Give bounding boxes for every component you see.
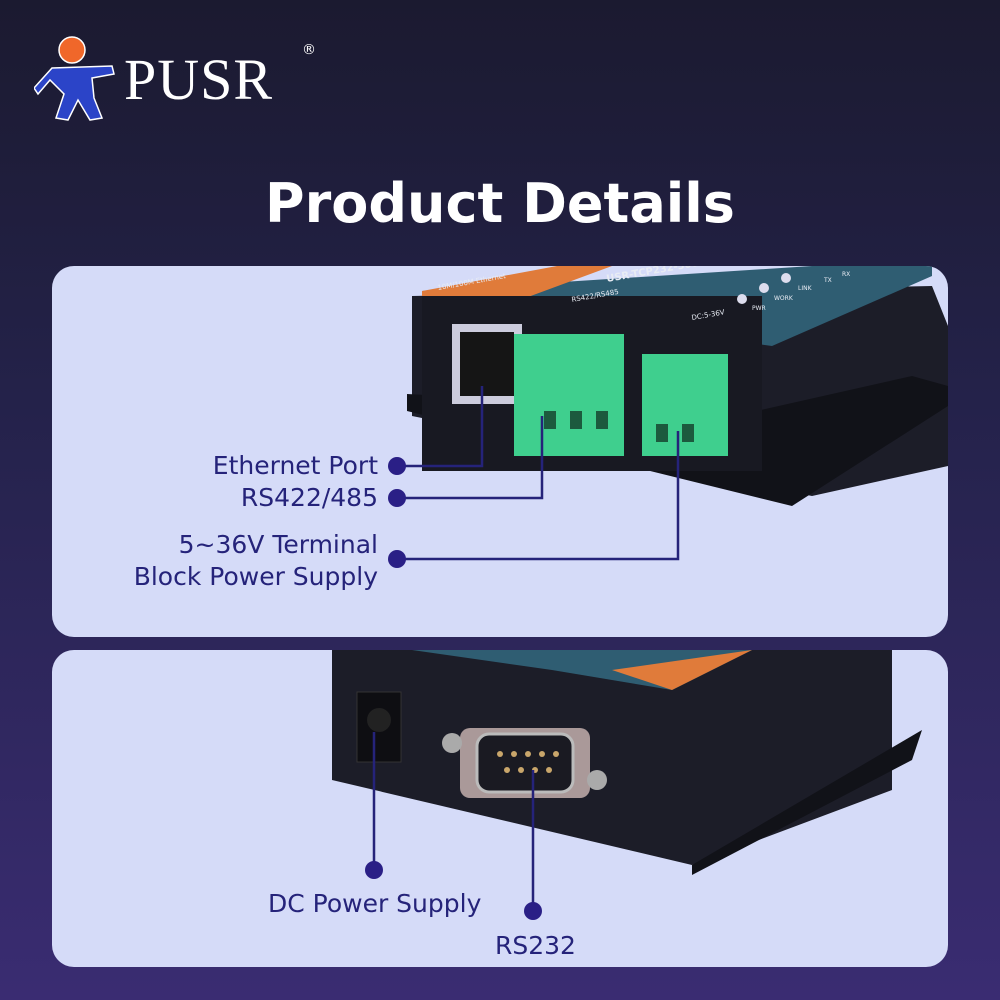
logo-figure-icon bbox=[33, 36, 115, 121]
registered-mark: ® bbox=[302, 42, 316, 58]
brand-logo: PUSR ® bbox=[33, 34, 324, 124]
panel-top-view: 10M/100M Ethernet USR-TCP232-306 RS422/R… bbox=[52, 266, 948, 637]
led-label-pwr: PWR bbox=[752, 305, 766, 312]
label-rs232: RS232 bbox=[495, 931, 576, 960]
led-label-link: LINK bbox=[798, 285, 813, 292]
label-rs422-485: RS422/485 bbox=[240, 483, 378, 512]
device-front-image: 10M/100M Ethernet USR-TCP232-306 RS422/R… bbox=[388, 266, 948, 568]
panel-bottom-view: DC Power Supply RS232 bbox=[52, 650, 948, 967]
label-ethernet-port: Ethernet Port bbox=[212, 451, 378, 480]
label-terminal-power: 5~36V Terminal Block Power Supply bbox=[134, 529, 378, 593]
label-terminal-power-line1: 5~36V Terminal bbox=[178, 530, 378, 559]
led-label-rx: RX bbox=[842, 271, 850, 278]
led-label-tx: TX bbox=[823, 277, 832, 284]
led-label-work: WORK bbox=[774, 295, 794, 302]
label-terminal-power-line2: Block Power Supply bbox=[133, 562, 378, 591]
label-dc-power-supply: DC Power Supply bbox=[268, 889, 482, 918]
page-title: Product Details bbox=[265, 172, 735, 235]
brand-name: PUSR bbox=[124, 47, 274, 112]
device-back-image bbox=[332, 650, 922, 920]
